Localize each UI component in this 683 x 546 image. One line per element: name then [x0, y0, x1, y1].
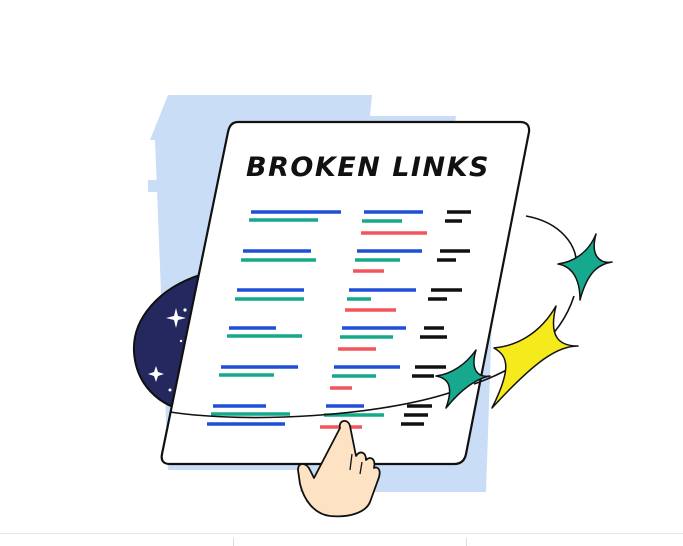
column-separator	[466, 538, 467, 546]
bottom-divider	[0, 533, 683, 534]
column-separator	[233, 538, 234, 546]
star-icon	[148, 308, 187, 392]
paper-document	[160, 120, 531, 466]
sparkle-icon	[491, 305, 579, 409]
hand-pointer-icon	[297, 420, 381, 518]
sparkle-icon	[557, 233, 613, 301]
link-lines	[207, 210, 471, 429]
document-title: BROKEN LINKS	[246, 152, 490, 183]
sparkle-icon	[435, 349, 491, 409]
